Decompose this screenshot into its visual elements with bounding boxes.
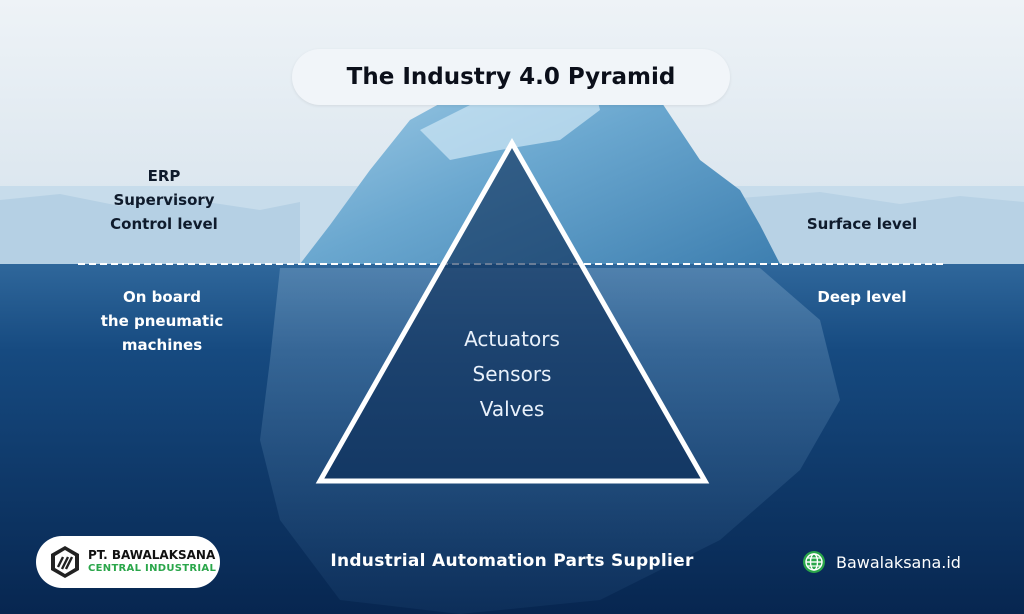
iceberg-tip — [300, 52, 780, 264]
erp-label-line: ERP — [147, 167, 181, 185]
company-subname: CENTRAL INDUSTRIAL — [88, 563, 217, 574]
on-board-label: On board the pneumatic machines — [92, 285, 232, 357]
company-name: PT. BAWALAKSANA — [88, 548, 216, 562]
logo-text: PT. BAWALAKSANA CENTRAL INDUSTRIAL — [88, 549, 216, 575]
on-board-label-line: On board — [123, 288, 201, 306]
tagline: Industrial Automation Parts Supplier — [330, 551, 694, 571]
pyramid-item: Valves — [479, 397, 545, 421]
erp-label-line: Supervisory — [113, 191, 215, 209]
floe-shapes-right — [740, 192, 1024, 264]
on-board-label-line: the pneumatic — [100, 312, 224, 330]
globe-icon — [803, 551, 825, 573]
page-title: The Industry 4.0 Pyramid — [292, 49, 730, 105]
erp-label: ERP Supervisory Control level — [96, 164, 232, 236]
surface-level-label: Surface level — [806, 215, 918, 233]
website: Bawalaksana.id — [802, 550, 961, 574]
erp-label-line: Control level — [110, 215, 218, 233]
company-logo: PT. BAWALAKSANA CENTRAL INDUSTRIAL — [36, 536, 220, 588]
floe-shapes — [0, 194, 300, 264]
website-link[interactable]: Bawalaksana.id — [836, 552, 961, 572]
logo-mark-icon — [51, 546, 79, 578]
pyramid-item: Sensors — [472, 362, 552, 386]
pyramid-item: Actuators — [464, 327, 560, 351]
pyramid-items: Actuators Sensors Valves — [412, 322, 612, 427]
on-board-label-line: machines — [121, 336, 203, 354]
pyramid-triangle — [315, 137, 710, 484]
deep-level-label: Deep level — [817, 288, 907, 306]
